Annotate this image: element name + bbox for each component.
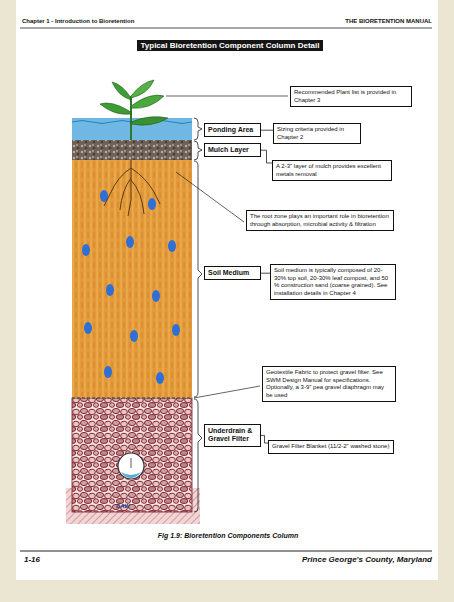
layer-tag: Mulch Layer <box>204 143 261 157</box>
callout-box: Soil medium is typically composed of 20-… <box>270 264 396 300</box>
signature: DAW <box>116 503 130 509</box>
footer-rule <box>20 551 432 552</box>
layer-tag: Soil Medium <box>204 266 261 280</box>
leader-lines <box>166 96 288 398</box>
callout-box: A 2-3" layer of mulch provides excellent… <box>272 160 392 181</box>
title-banner: Typical Bioretention Component Column De… <box>137 40 324 51</box>
node-text: Gravel Filter Blanket (11/2-2" washed st… <box>272 443 390 451</box>
node-text: Geotextile Fabric to protect gravel filt… <box>266 369 392 399</box>
underdrain-pipe <box>118 453 144 479</box>
callout-box: Gravel Filter Blanket (11/2-2" washed st… <box>268 440 394 454</box>
footer-text: 1-16 <box>24 555 40 564</box>
plant <box>100 80 168 140</box>
connector-path <box>261 130 273 131</box>
connector-path <box>261 435 268 443</box>
callout-box: Geotextile Fabric to protect gravel filt… <box>262 366 396 402</box>
connector-line <box>261 150 272 163</box>
node-text: Sizing criteria provided in Chapter 2 <box>277 126 357 141</box>
connector-line <box>261 130 273 131</box>
node-text: The root zone plays an important role in… <box>250 213 390 228</box>
callout-box: The root zone plays an important role in… <box>246 210 394 231</box>
plant-roots <box>104 160 160 216</box>
layer-brackets <box>194 118 202 512</box>
node-text: Mulch Layer <box>208 146 257 154</box>
node-text: Soil medium is typically composed of 20-… <box>274 267 392 297</box>
connector-path <box>261 273 270 274</box>
callout-box: Recommended Plant list is provided in Ch… <box>290 86 412 107</box>
header-text: THE BIORETENTION MANUAL <box>345 18 432 24</box>
header-text: Chapter 1 - Introduction to Bioretention <box>22 18 134 24</box>
callout-box: Sizing criteria provided in Chapter 2 <box>273 123 361 144</box>
connector-line <box>261 273 270 274</box>
header-rule <box>20 28 432 29</box>
node-text: Ponding Area <box>208 126 257 134</box>
soil-medium <box>72 160 192 398</box>
node-text: Underdrain & Gravel Filter <box>208 427 257 444</box>
layer-tag: Ponding Area <box>204 123 261 137</box>
node-text: A 2-3" layer of mulch provides excellent… <box>276 163 388 178</box>
footer-text: Prince George's County, Maryland <box>302 555 432 564</box>
node-text: Soil Medium <box>208 269 257 277</box>
water-drops <box>82 190 180 384</box>
connector-path <box>261 150 272 163</box>
gravel-filter <box>72 398 192 512</box>
geotextile-fabric <box>72 397 192 399</box>
mulch-layer <box>72 140 192 160</box>
pipe-water <box>121 472 141 478</box>
connector-line <box>261 435 268 443</box>
layer-tag: Underdrain & Gravel Filter <box>204 424 261 447</box>
figure-caption: Fig 1.9: Bioretention Components Column <box>158 532 298 539</box>
pipe-detail <box>131 458 132 468</box>
node-text: Recommended Plant list is provided in Ch… <box>294 89 408 104</box>
